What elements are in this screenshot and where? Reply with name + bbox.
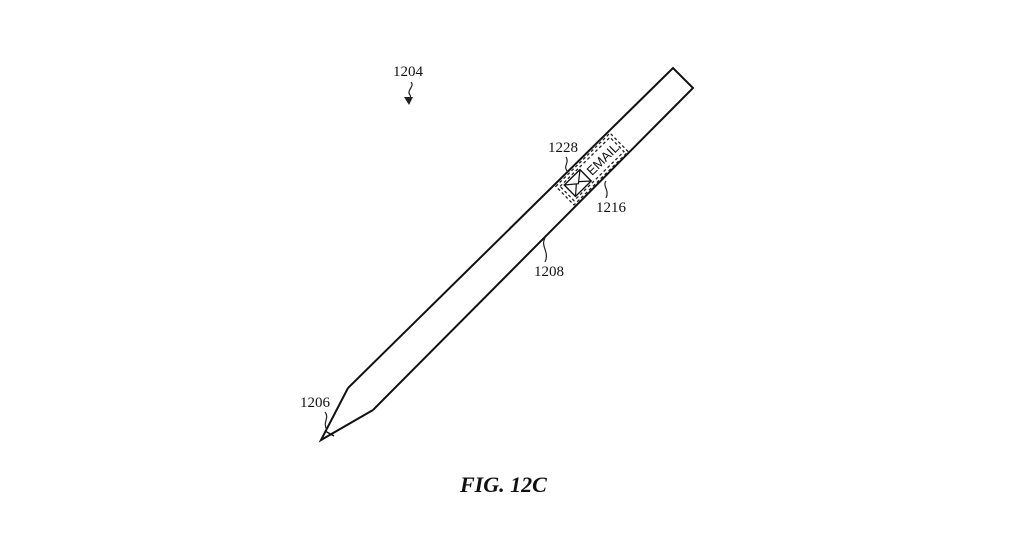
stylus — [318, 66, 695, 443]
ref-label-1204: 1204 — [393, 64, 424, 80]
leader-line-1216 — [604, 180, 608, 199]
ref-label-1208: 1208 — [534, 264, 564, 280]
leader-line-1206 — [324, 411, 328, 431]
ref-label-1228: 1228 — [548, 140, 578, 156]
figure-caption: FIG. 12C — [459, 472, 547, 497]
leader-line-1208 — [542, 237, 548, 263]
envelope-icon — [563, 168, 593, 198]
ref-label-1216: 1216 — [596, 200, 627, 216]
stylus-body-outline — [347, 66, 695, 411]
arrowhead-icon — [404, 97, 413, 105]
affordance-inner-dashed-border — [559, 136, 625, 202]
leader-line-1228 — [565, 156, 569, 173]
ref-label-1206: 1206 — [300, 395, 331, 411]
stylus-tip-outline — [318, 387, 374, 443]
stylus-tip-point — [324, 430, 335, 437]
affordance-outer-dashed-border — [554, 132, 630, 206]
